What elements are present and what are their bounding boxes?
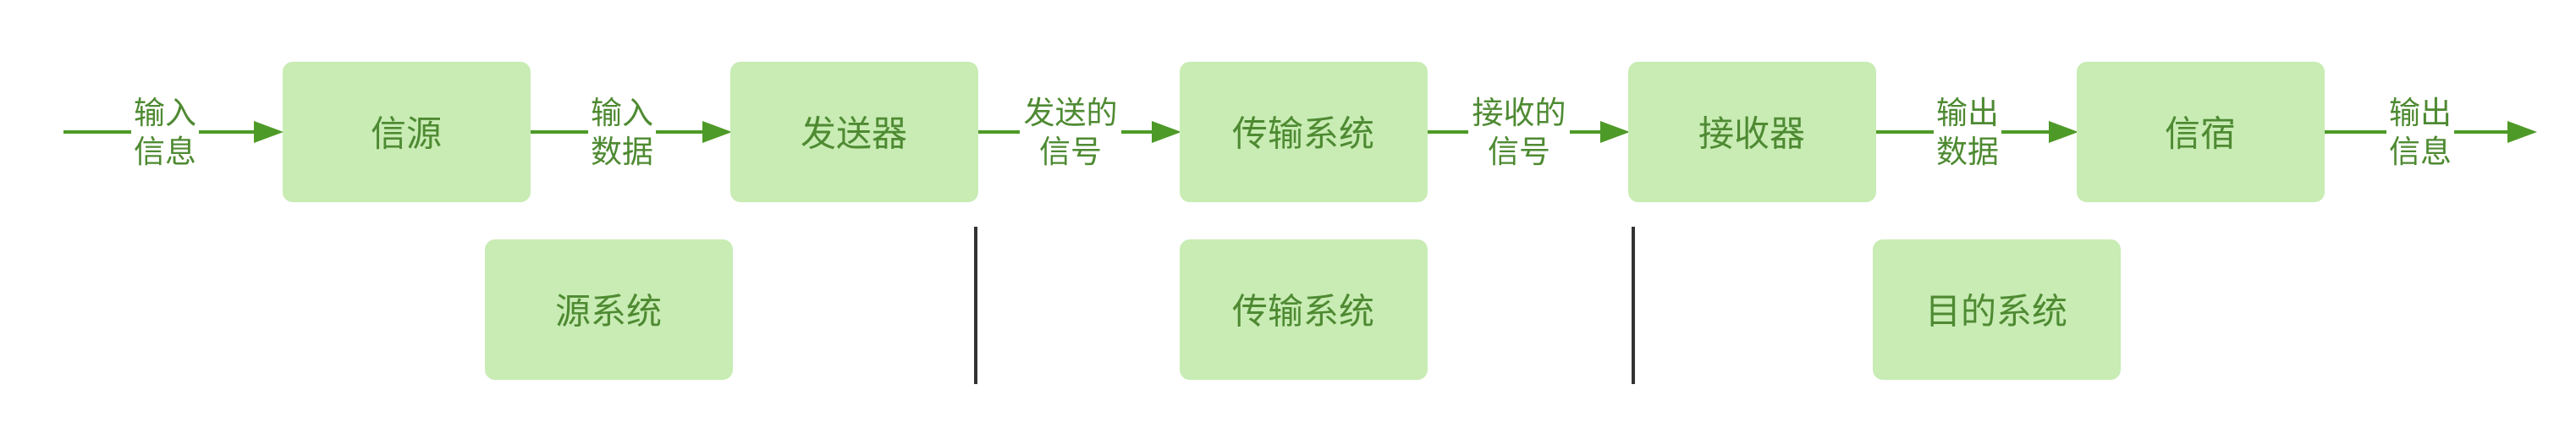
- node-transmission-system: 传输系统: [1180, 62, 1428, 202]
- edge-label-line-2: 数据: [591, 134, 653, 170]
- edge-label-line-1: 输出: [2389, 95, 2452, 131]
- edge-label-input-data: 输入 数据: [588, 91, 656, 173]
- node-label: 传输系统: [1232, 113, 1374, 155]
- group-label: 目的系统: [1925, 291, 2067, 332]
- group-label: 传输系统: [1232, 291, 1374, 332]
- node-label: 发送器: [801, 113, 907, 155]
- edge-label-output-data: 输出 数据: [1934, 91, 2001, 173]
- edge-label-line-1: 输入: [134, 95, 196, 131]
- edge-label-received-signal: 接收的 信号: [1468, 91, 1570, 173]
- edge-label-line-2: 信息: [2389, 134, 2452, 170]
- edge-label-sent-signal: 发送的 信号: [1020, 91, 1121, 173]
- edge-label-line-2: 数据: [1936, 134, 1999, 170]
- edge-label-line-2: 信息: [134, 134, 196, 170]
- node-label: 信宿: [2165, 113, 2236, 155]
- group-destination-system: 目的系统: [1873, 239, 2121, 380]
- edge-label-line-1: 接收的: [1472, 95, 1566, 131]
- arrowhead-icon: [2507, 121, 2537, 143]
- edge-label-output-info: 输出 信息: [2386, 91, 2454, 173]
- node-receiver: 接收器: [1628, 62, 1876, 202]
- node-source: 信源: [283, 62, 531, 202]
- arrowhead-icon: [1600, 121, 1630, 143]
- arrowhead-icon: [702, 121, 732, 143]
- arrowhead-icon: [254, 121, 283, 143]
- group-transmission-system: 传输系统: [1180, 239, 1428, 380]
- node-label: 信源: [371, 113, 442, 155]
- arrowhead-icon: [2049, 121, 2078, 143]
- edge-label-line-2: 信号: [1488, 134, 1550, 170]
- group-label: 源系统: [555, 291, 662, 332]
- node-destination: 信宿: [2077, 62, 2325, 202]
- group-source-system: 源系统: [485, 239, 733, 380]
- edge-label-line-1: 输出: [1936, 95, 1999, 131]
- edge-label-line-1: 输入: [591, 95, 653, 131]
- node-transmitter: 发送器: [730, 62, 978, 202]
- node-label: 接收器: [1698, 113, 1805, 155]
- edge-label-line-2: 信号: [1039, 134, 1102, 170]
- arrowhead-icon: [1152, 121, 1181, 143]
- edge-label-input-info: 输入 信息: [131, 91, 199, 173]
- edge-label-line-1: 发送的: [1024, 95, 1118, 131]
